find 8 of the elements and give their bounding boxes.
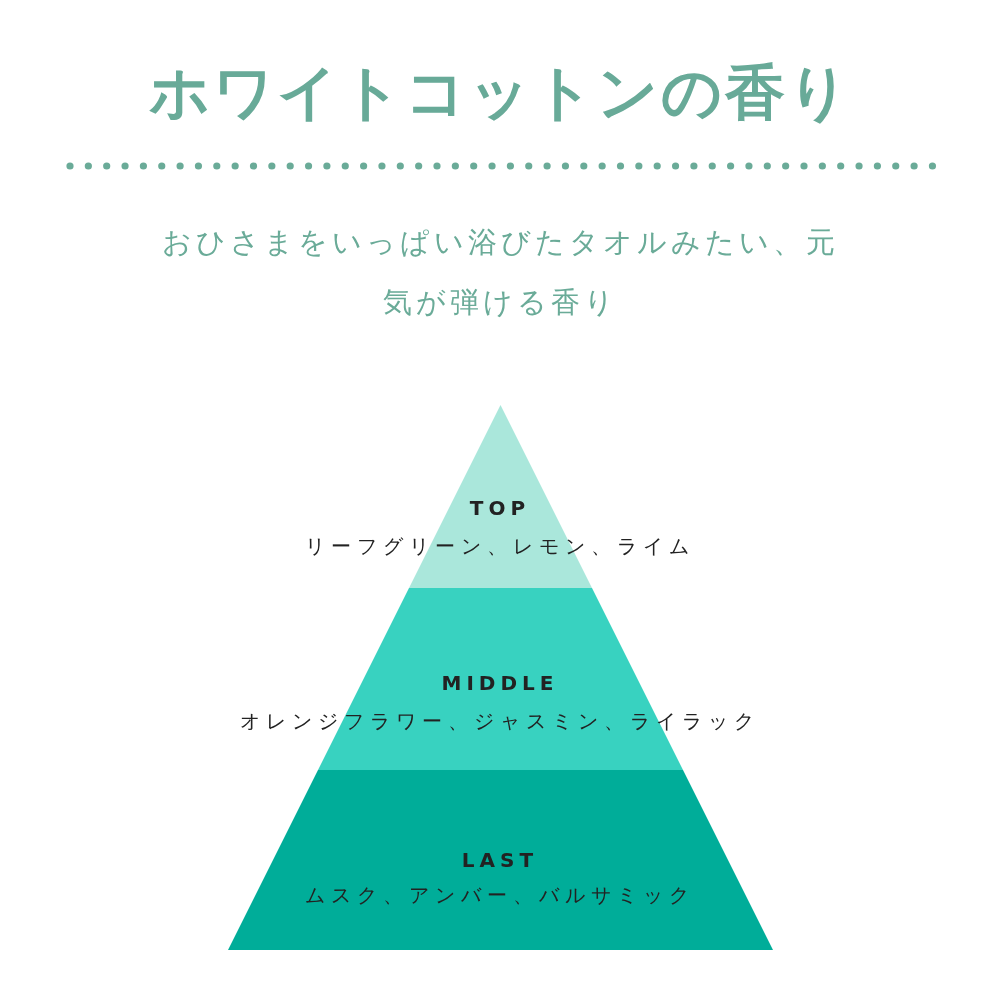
tier-heading: TOP [468, 495, 532, 522]
tier-notes: リーフグリーン、レモン、ライム [304, 533, 696, 560]
page-title: ホワイトコットンの香り [148, 56, 853, 129]
tier-heading: MIDDLE [440, 670, 560, 697]
tier-heading: LAST [460, 847, 540, 874]
tier-notes: ムスク、アンバー、バルサミック [304, 882, 696, 909]
tagline: おひさまをいっぱい浴びたタオルみたい、元気が弾ける香り [161, 224, 840, 321]
tier-notes: オレンジフラワー、ジャスミン、ライラック [239, 708, 761, 735]
